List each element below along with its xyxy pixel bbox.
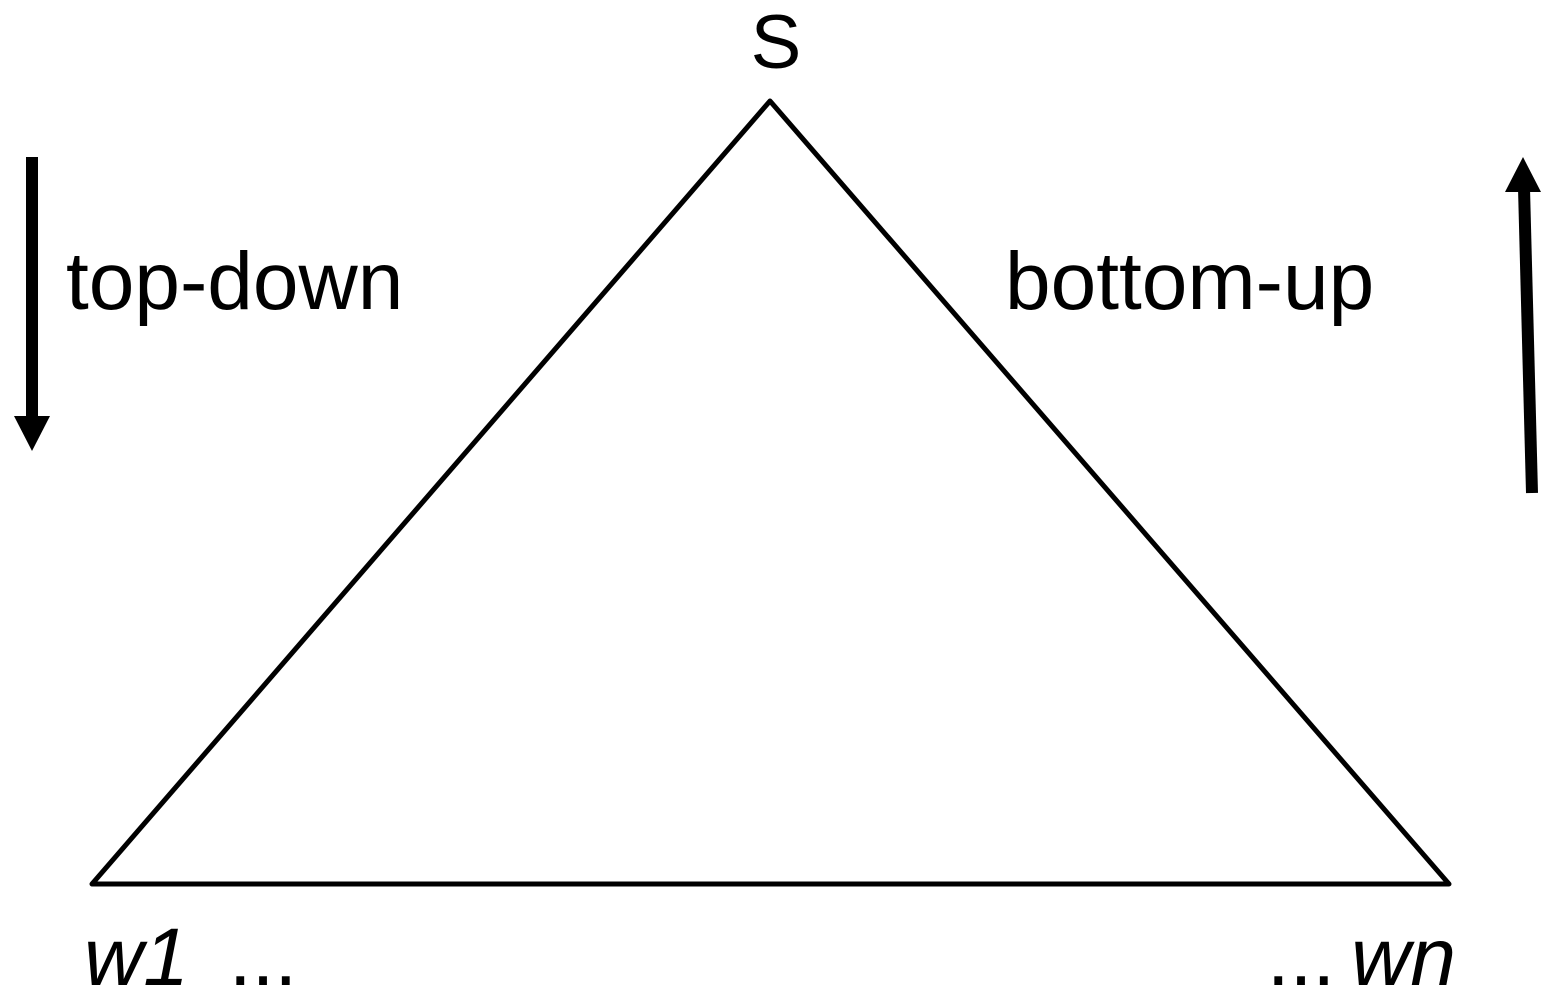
leaf-right-word: wn — [1351, 912, 1456, 990]
bottom-up-label: bottom-up — [1005, 236, 1374, 327]
top-down-arrow — [14, 157, 50, 451]
parse-tree-triangle — [89, 98, 1452, 887]
leaf-right: ...wn — [1267, 912, 1456, 990]
bottom-up-arrow — [1505, 157, 1541, 494]
leaf-left-ellipsis: ... — [229, 912, 297, 990]
root-label: S — [751, 0, 802, 85]
top-down-label: top-down — [66, 236, 403, 327]
leaf-left: w1... — [84, 912, 297, 990]
leaf-right-ellipsis: ... — [1267, 912, 1335, 990]
leaf-left-word: w1 — [84, 912, 189, 990]
